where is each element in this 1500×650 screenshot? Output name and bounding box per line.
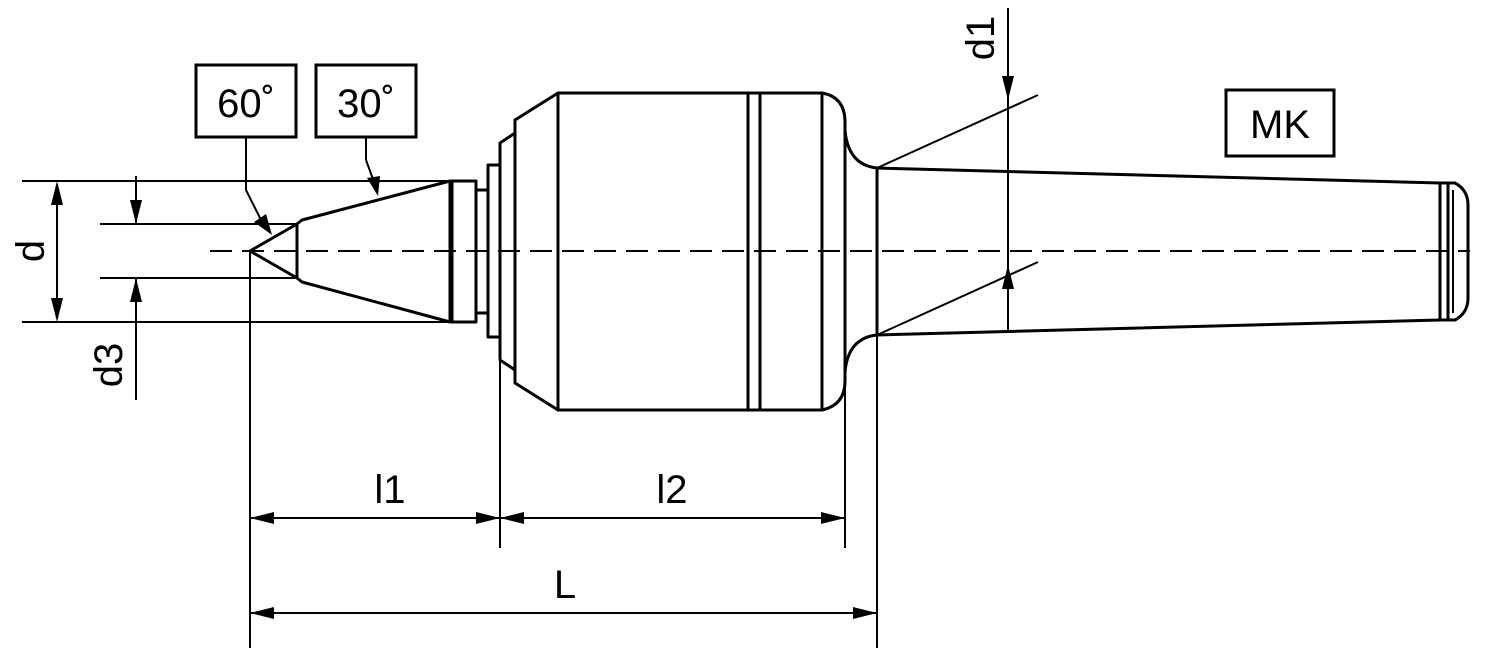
center-point bbox=[248, 131, 517, 372]
label-d: d bbox=[9, 240, 53, 262]
arrow-L-right bbox=[853, 607, 877, 619]
label-d1: d1 bbox=[959, 16, 1003, 61]
arrow-d-bottom bbox=[51, 298, 63, 322]
extension-lines bbox=[22, 94, 1039, 648]
arrow-d1-top bbox=[1002, 76, 1014, 100]
tip-60deg-cone bbox=[248, 222, 299, 280]
leader-60-diagonal bbox=[245, 189, 263, 223]
arrow-d3-top bbox=[130, 200, 142, 224]
arrow-30-leader bbox=[367, 176, 380, 196]
ext-line-d1-bottom bbox=[876, 261, 1039, 336]
dimension-l1: l1 bbox=[250, 468, 500, 524]
bearing-housing bbox=[513, 91, 847, 412]
label-angle-60: 60˚ bbox=[217, 82, 275, 126]
callout-30-degree: 30˚ bbox=[314, 63, 418, 196]
label-mk: MK bbox=[1250, 103, 1310, 147]
arrow-d1-bottom bbox=[1002, 265, 1014, 289]
label-angle-30: 30˚ bbox=[337, 82, 395, 126]
arrow-60-leader bbox=[254, 214, 272, 235]
tip-30deg-cone bbox=[295, 179, 452, 324]
neck-fillet-bottom bbox=[843, 333, 879, 374]
morse-taper-shank bbox=[843, 128, 1470, 374]
dimension-d: d bbox=[9, 181, 63, 322]
callout-morse-taper: MK bbox=[1224, 88, 1336, 158]
arrow-d3-bottom bbox=[130, 278, 142, 302]
dimension-L: L bbox=[250, 563, 877, 619]
dimension-d3: d3 bbox=[87, 176, 142, 400]
shank-taper-edges bbox=[875, 166, 1442, 337]
arrow-L-left bbox=[250, 607, 274, 619]
shank-tang-end bbox=[1446, 181, 1470, 322]
dimension-l2: l2 bbox=[500, 468, 845, 524]
dimension-d1: d1 bbox=[959, 8, 1014, 330]
arrow-l1-right bbox=[476, 512, 500, 524]
neck-fillet-top bbox=[843, 128, 879, 170]
label-l1: l1 bbox=[374, 468, 405, 512]
arrow-l2-left bbox=[500, 512, 524, 524]
label-L: L bbox=[554, 563, 576, 607]
ext-line-d1-top bbox=[876, 94, 1039, 169]
callout-60-degree: 60˚ bbox=[194, 63, 298, 235]
arrow-l1-left bbox=[250, 512, 274, 524]
label-l2: l2 bbox=[656, 468, 687, 512]
callout-box-mk bbox=[1224, 88, 1336, 158]
callout-box-60 bbox=[194, 63, 298, 139]
arrow-d-top bbox=[51, 181, 63, 205]
label-d3: d3 bbox=[87, 343, 131, 388]
arrow-l2-right bbox=[821, 512, 845, 524]
